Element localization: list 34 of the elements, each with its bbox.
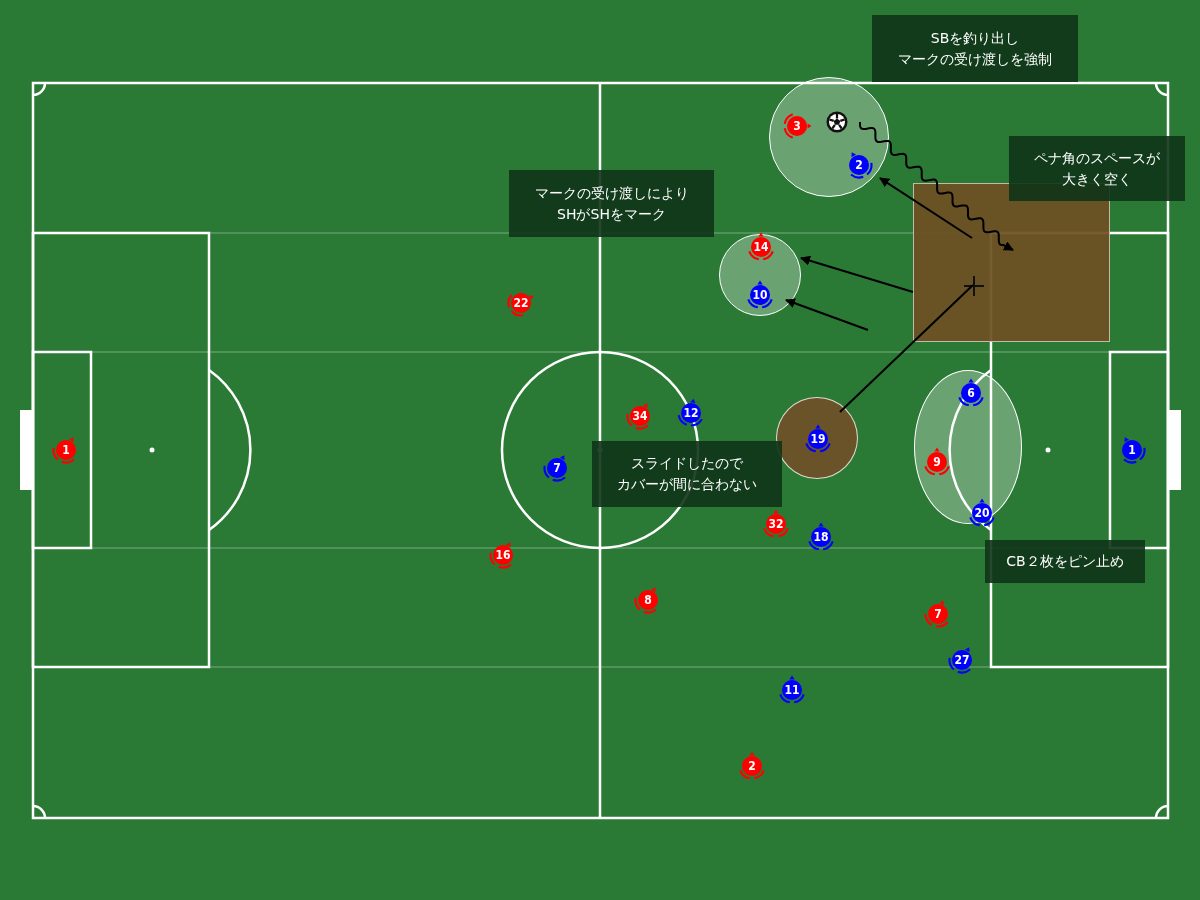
callout-box: マークの受け渡しによりSHがSHをマーク [509,170,714,237]
player-number: 3 [793,119,801,133]
player-number: 7 [553,461,561,475]
player-number: 20 [974,506,990,520]
player-number: 8 [644,593,652,607]
player-number: 27 [954,653,970,667]
callout-box: CB２枚をピン止め [985,540,1145,583]
player-number: 34 [632,409,648,423]
player-number: 7 [934,607,942,621]
cross-mark [963,275,985,297]
player-number: 9 [933,455,941,469]
player-number: 32 [768,517,784,531]
arrow [800,255,914,294]
player-number: 18 [813,530,829,544]
player-number: 14 [753,240,769,254]
callout-box: スライドしたのでカバーが間に合わない [592,441,782,507]
player-number: 22 [513,296,529,310]
ball-icon [826,111,848,133]
dribble-arrow [859,121,1014,251]
arrow [879,177,973,239]
player-number: 1 [62,443,70,457]
player-number: 10 [752,288,768,302]
arrow [785,298,869,331]
player-number: 11 [784,683,800,697]
player-number: 19 [810,432,826,446]
player-number: 2 [855,158,863,172]
callout-box: SBを釣り出しマークの受け渡しを強制 [872,15,1078,82]
player-number: 16 [495,548,511,562]
player-number: 2 [748,759,756,773]
callout-box: ペナ角のスペースが大きく空く [1009,136,1185,201]
player-number: 1 [1128,443,1136,457]
player-number: 6 [967,386,975,400]
connector-line [838,284,974,413]
player-number: 12 [683,406,699,420]
